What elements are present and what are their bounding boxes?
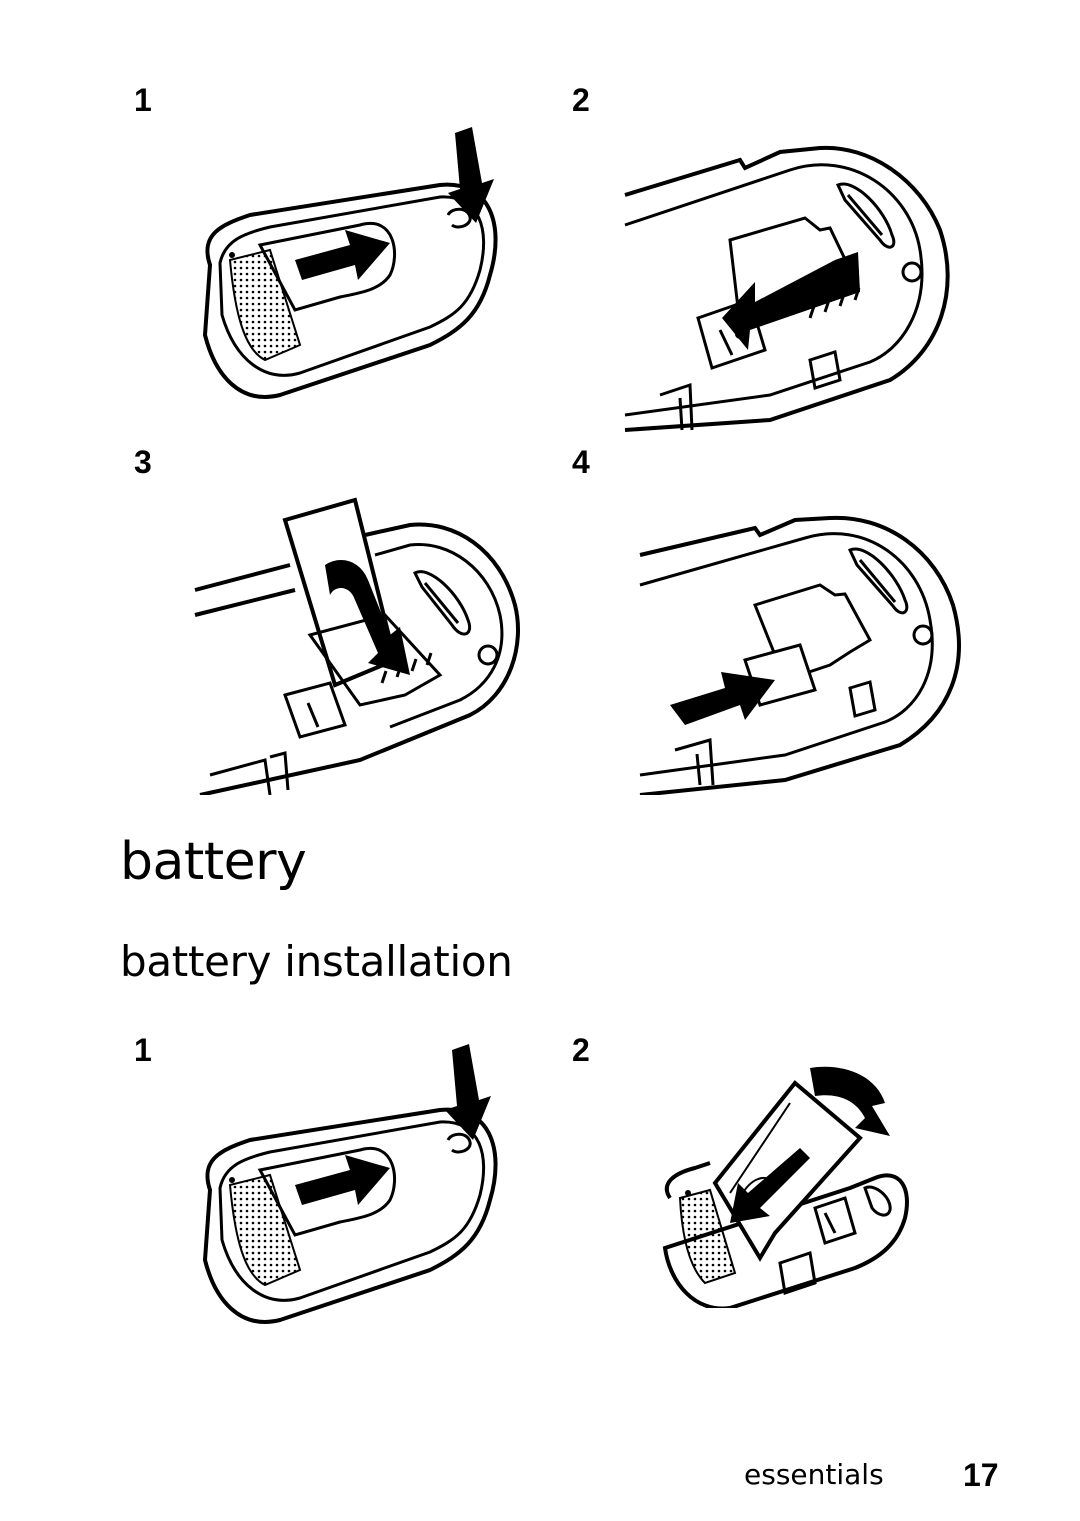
battery-step-number-2: 2 xyxy=(572,1032,590,1068)
step-number-4: 4 xyxy=(572,444,590,480)
figure-remove-cover xyxy=(190,115,510,405)
footer-section-name: essentials xyxy=(744,1458,884,1491)
figure-close-sim-door xyxy=(635,510,965,795)
step-number-2: 2 xyxy=(572,82,590,118)
step-number-1: 1 xyxy=(134,82,152,118)
battery-step-number-1: 1 xyxy=(134,1032,152,1068)
figure-battery-remove-cover xyxy=(190,1040,510,1330)
figure-open-sim-compartment xyxy=(620,140,960,435)
section-title: battery xyxy=(120,832,307,892)
figure-insert-sim xyxy=(190,495,525,795)
step-number-3: 3 xyxy=(134,444,152,480)
figure-battery-insert xyxy=(650,1058,920,1308)
subsection-title: battery installation xyxy=(120,937,513,986)
page-number: 17 xyxy=(963,1457,999,1493)
